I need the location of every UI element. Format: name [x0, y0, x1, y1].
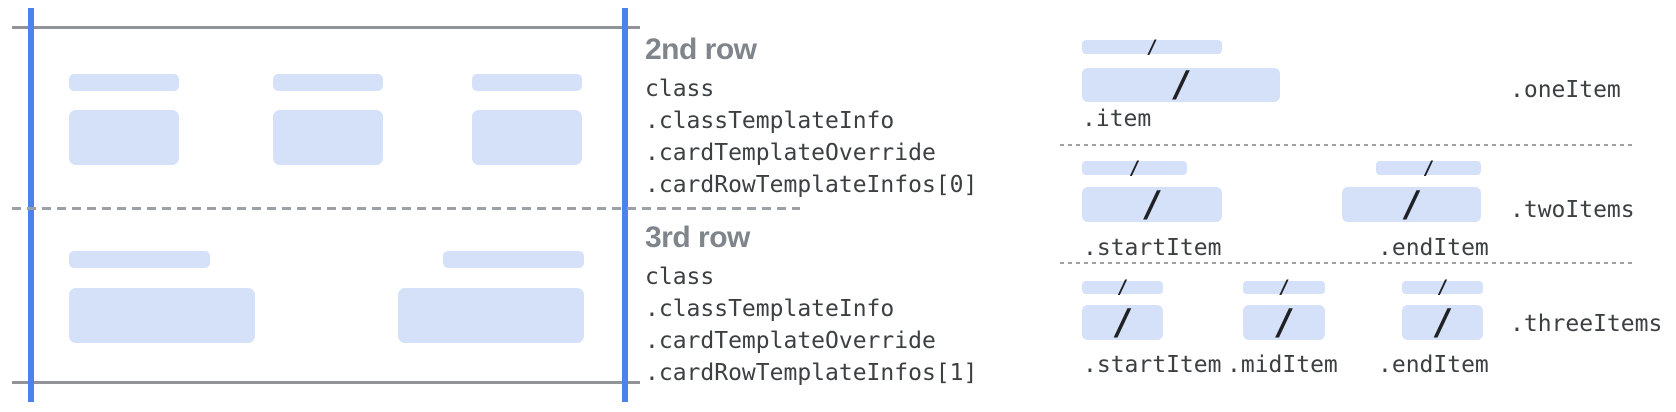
two-items-name-label: .twoItems	[1510, 197, 1635, 223]
start-item-field-label: .startItem	[1083, 235, 1222, 261]
start-item-field-label: .startItem	[1083, 352, 1222, 378]
field-value-placeholder	[398, 288, 584, 343]
card-right-line	[622, 8, 628, 402]
row-2-heading: 2nd row	[645, 33, 757, 66]
group-separator-dotted-line	[1060, 144, 1632, 146]
item-label-bar: /	[1082, 35, 1222, 58]
field-value-placeholder	[69, 288, 255, 343]
slash-glyph: /	[1436, 276, 1449, 298]
field-label-placeholder	[443, 251, 584, 268]
slash-glyph: /	[1111, 301, 1134, 343]
mid-item-field-label: .midItem	[1227, 352, 1338, 378]
field-value-placeholder	[472, 110, 582, 165]
row-3-annotation: 3rd row class .classTemplateInfo .cardTe…	[645, 221, 1045, 389]
card-top-line	[12, 26, 640, 29]
end-item-value-bar: /	[1342, 183, 1481, 225]
start-item-value-bar: /	[1082, 183, 1222, 225]
end-item-value-bar: /	[1402, 301, 1483, 343]
row-2-annotation: 2nd row class .classTemplateInfo .cardTe…	[645, 33, 1045, 201]
code-line: .classTemplateInfo	[645, 108, 895, 134]
slash-glyph: /	[1431, 301, 1454, 343]
code-line: class	[645, 264, 715, 290]
start-item-label-bar: /	[1082, 156, 1187, 179]
row-3-heading: 3rd row	[645, 221, 750, 254]
slash-glyph: /	[1170, 64, 1192, 105]
code-line: .classTemplateInfo	[645, 296, 895, 322]
end-item-field-label: .endItem	[1378, 352, 1489, 378]
field-value-placeholder	[273, 110, 383, 165]
start-item-value-bar: /	[1082, 301, 1163, 343]
slash-glyph: /	[1278, 276, 1290, 298]
end-item-field-label: .endItem	[1378, 235, 1489, 261]
slash-glyph: /	[1116, 276, 1129, 298]
group-separator-dotted-line	[1060, 262, 1632, 264]
slash-glyph: /	[1128, 156, 1141, 179]
end-item-label-bar: /	[1376, 156, 1481, 179]
code-line: .cardRowTemplateInfos[1]	[645, 360, 978, 386]
card-left-line	[28, 8, 34, 402]
card-bottom-line	[12, 381, 640, 384]
code-line: class	[645, 76, 715, 102]
mid-item-value-bar: /	[1243, 301, 1325, 343]
one-item-name-label: .oneItem	[1510, 77, 1621, 103]
code-line: .cardRowTemplateInfos[0]	[645, 172, 978, 198]
field-label-placeholder	[472, 74, 582, 91]
code-line: .cardTemplateOverride	[645, 140, 936, 166]
item-field-label: .item	[1082, 106, 1152, 132]
row-divider-dashed-line	[12, 207, 800, 210]
start-item-label-bar: /	[1082, 276, 1163, 298]
item-value-bar: /	[1082, 64, 1280, 105]
field-label-placeholder	[69, 74, 179, 91]
row-2-code-path: class .classTemplateInfo .cardTemplateOv…	[645, 73, 1045, 201]
end-item-label-bar: /	[1402, 276, 1483, 298]
slash-glyph: /	[1400, 183, 1423, 225]
field-label-placeholder	[273, 74, 383, 91]
code-line: .cardTemplateOverride	[645, 328, 936, 354]
slash-glyph: /	[1422, 156, 1435, 179]
row-3-code-path: class .classTemplateInfo .cardTemplateOv…	[645, 261, 1045, 389]
slash-glyph: /	[1146, 35, 1158, 58]
field-label-placeholder	[69, 251, 210, 268]
slash-glyph: /	[1141, 183, 1163, 225]
three-items-name-label: .threeItems	[1510, 311, 1663, 337]
field-value-placeholder	[69, 110, 179, 165]
slash-glyph: /	[1273, 301, 1295, 343]
mid-item-label-bar: /	[1243, 276, 1325, 298]
